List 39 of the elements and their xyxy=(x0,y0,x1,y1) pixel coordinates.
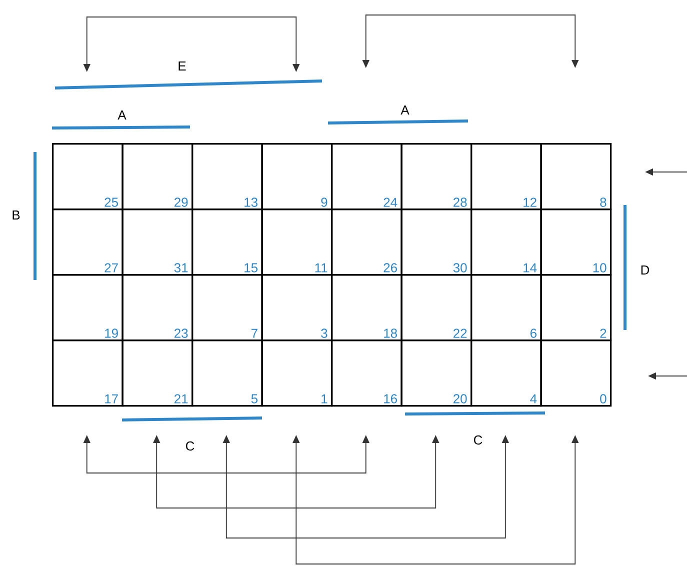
grid-cell: 10 xyxy=(540,208,612,276)
grid-cell: 19 xyxy=(52,274,124,342)
grid-cell: 25 xyxy=(52,143,124,210)
grid-cell: 1 xyxy=(261,340,333,407)
grid-cell: 0 xyxy=(540,340,612,407)
grid-cell: 22 xyxy=(400,274,472,342)
grid-cell: 24 xyxy=(331,143,402,210)
grid-cell: 11 xyxy=(261,208,333,276)
variable-label: A xyxy=(400,106,410,114)
grid-cell: 28 xyxy=(400,143,472,210)
grid-cell: 6 xyxy=(470,274,542,342)
grid-cell: 26 xyxy=(331,208,402,276)
grid-cell: 2 xyxy=(540,274,612,342)
grid-cell: 20 xyxy=(400,340,472,407)
grid-cell: 4 xyxy=(470,340,542,407)
variable-label: B xyxy=(12,210,20,220)
grid-cell: 27 xyxy=(52,208,124,276)
grid-cell: 18 xyxy=(331,274,402,342)
grid-cell: 13 xyxy=(192,143,263,210)
grid-cell: 14 xyxy=(470,208,542,276)
variable-label: C xyxy=(474,435,482,445)
grid-cell: 29 xyxy=(122,143,194,210)
grid-cell: 12 xyxy=(470,143,542,210)
grid-cell: 5 xyxy=(192,340,263,407)
grid-cell: 7 xyxy=(192,274,263,342)
variable-label: A xyxy=(118,110,126,120)
grid-cell: 30 xyxy=(400,208,472,276)
variable-label: E xyxy=(178,62,186,70)
grid-cell: 8 xyxy=(540,143,612,210)
variable-label: D xyxy=(641,266,650,274)
grid-cell: 31 xyxy=(122,208,194,276)
grid-cell: 17 xyxy=(52,340,124,407)
grid-cell: 15 xyxy=(192,208,263,276)
grid-cell: 23 xyxy=(122,274,194,342)
grid-cell: 9 xyxy=(261,143,333,210)
grid-cell: 16 xyxy=(331,340,402,407)
grid-cell: 3 xyxy=(261,274,333,342)
grid-cell: 21 xyxy=(122,340,194,407)
variable-label: C xyxy=(186,441,194,451)
